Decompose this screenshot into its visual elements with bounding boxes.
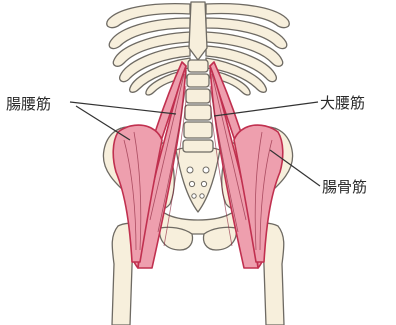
leader-line-iliopsoas-to-iliacus	[76, 106, 130, 140]
label-iliacus: 腸骨筋	[322, 180, 367, 195]
label-iliopsoas: 腸腰筋	[6, 97, 51, 112]
label-psoas-major: 大腰筋	[320, 96, 365, 111]
lumbar-spine	[183, 60, 213, 152]
